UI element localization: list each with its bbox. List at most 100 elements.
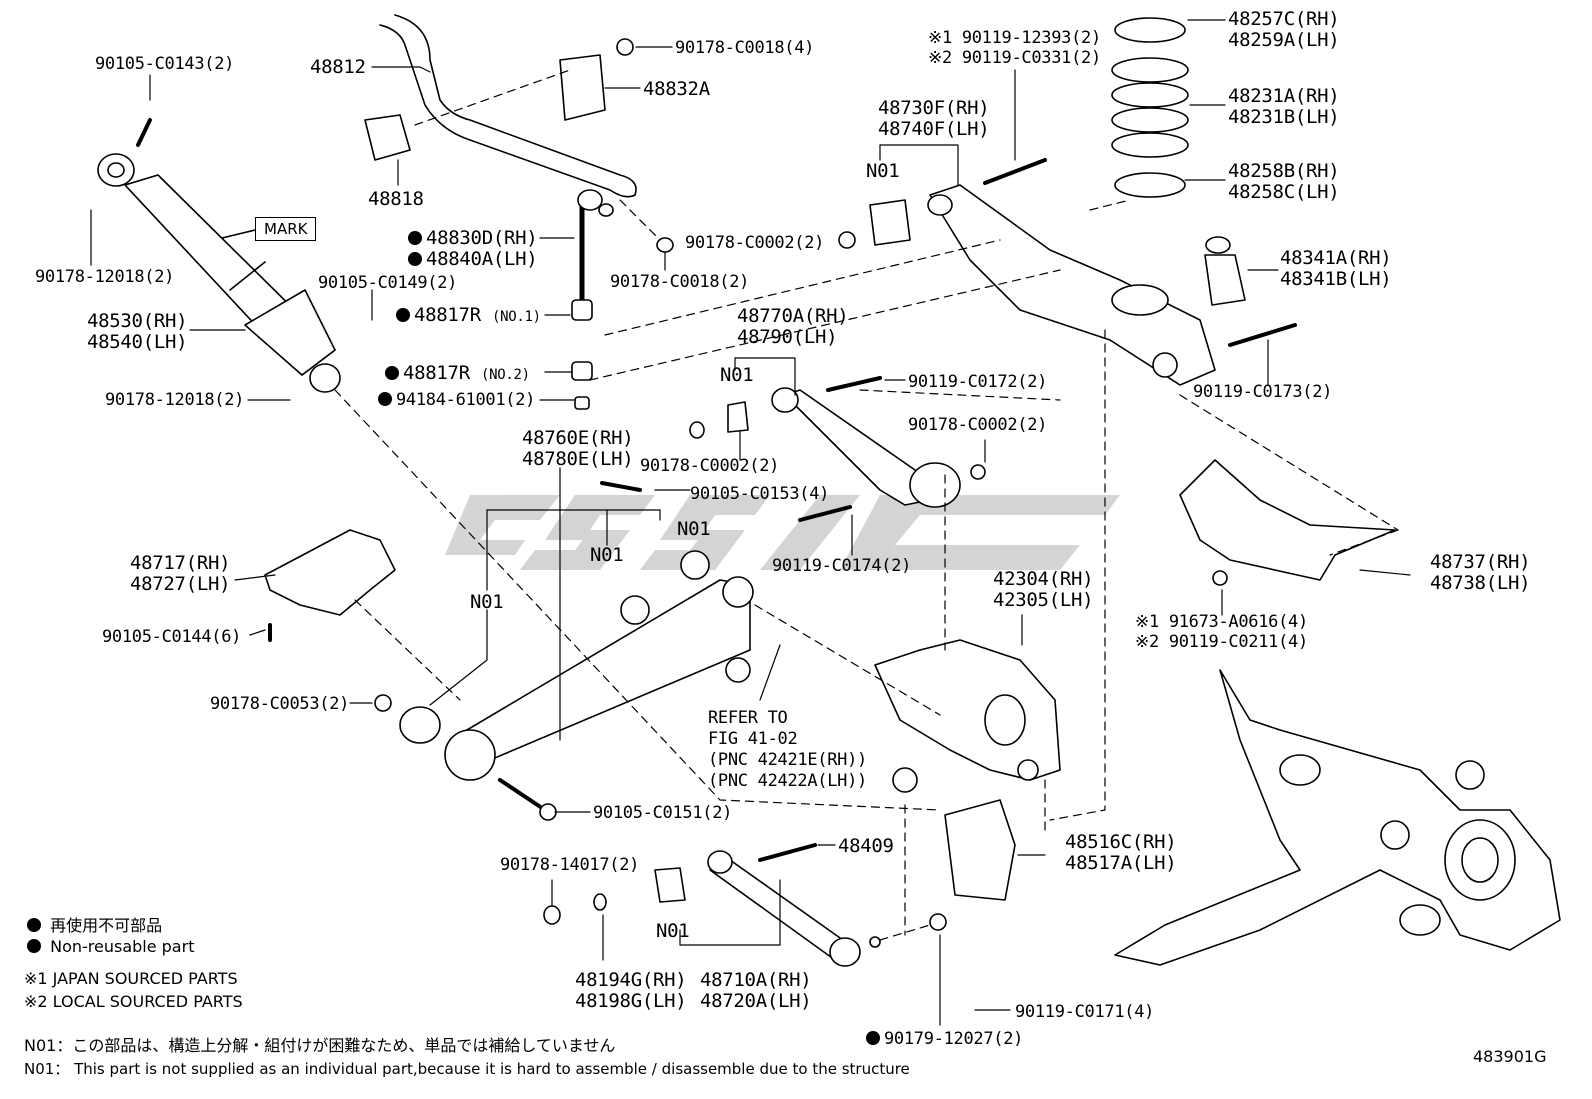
non-reusable-dot xyxy=(408,231,422,245)
label-90105-C0144: 90105-C0144(6) xyxy=(102,627,242,647)
label-90119-C0331: ※2 90119-C0331(2) xyxy=(928,48,1101,68)
label-48710A: 48710A(RH) xyxy=(700,969,812,991)
label-fig-41-02: FIG 41-02 xyxy=(708,729,798,749)
label-90105-C0149: 90105-C0149(2) xyxy=(318,273,458,293)
label-90179-12027: 90179-12027(2) xyxy=(866,1029,1023,1049)
label-48832A: 48832A xyxy=(643,78,710,100)
label-48740F: 48740F(LH) xyxy=(878,118,990,140)
label-48530: 48530(RH) xyxy=(87,310,188,332)
label-90105-C0143: 90105-C0143(2) xyxy=(95,54,235,74)
non-reusable-dot xyxy=(866,1031,880,1045)
label-48780E: 48780E(LH) xyxy=(522,448,634,470)
label-n01-toe: N01 xyxy=(720,364,754,386)
toe-link xyxy=(689,376,986,522)
legend-japan-sourced: ※1 JAPAN SOURCED PARTS xyxy=(24,969,238,988)
label-48760E: 48760E(RH) xyxy=(522,427,634,449)
label-48817R-no2: 48817R (NO.2) xyxy=(385,363,530,386)
label-n01-upper: N01 xyxy=(866,160,900,182)
lower-control-arm xyxy=(374,481,754,821)
label-90178-C0053: 90178-C0053(2) xyxy=(210,694,350,714)
label-91673-A0616: ※1 91673-A0616(4) xyxy=(1135,612,1308,632)
label-42305: 42305(LH) xyxy=(993,589,1094,611)
label-48738: 48738(LH) xyxy=(1430,572,1531,594)
label-90119-12393: ※1 90119-12393(2) xyxy=(928,28,1101,48)
label-48540: 48540(LH) xyxy=(87,331,188,353)
knuckle-bracket xyxy=(929,799,1016,931)
label-90178-C0002-c: 90178-C0002(2) xyxy=(640,456,780,476)
label-90178-12018-bot: 90178-12018(2) xyxy=(105,390,245,410)
non-reusable-dot xyxy=(385,366,399,380)
non-reusable-dot xyxy=(27,939,41,953)
label-48840A: 48840A(LH) xyxy=(408,249,538,270)
label-48257C: 48257C(RH) xyxy=(1228,8,1340,30)
label-90178-C0018-2: 90178-C0018(2) xyxy=(610,272,750,292)
legend-non-reusable-en: Non-reusable part xyxy=(27,937,194,956)
legend-local-sourced: ※2 LOCAL SOURCED PARTS xyxy=(24,992,243,1011)
assembled-view xyxy=(1114,669,1561,966)
label-90119-C0171: 90119-C0171(4) xyxy=(1015,1002,1155,1022)
label-48516C: 48516C(RH) xyxy=(1065,831,1177,853)
legend-n01-en: N01： This part is not supplied as an ind… xyxy=(24,1060,910,1078)
member-bracket xyxy=(264,529,396,642)
mark-leader xyxy=(221,229,256,239)
label-90178-C0018-4: 90178-C0018(4) xyxy=(675,38,815,58)
label-48341A: 48341A(RH) xyxy=(1280,247,1392,269)
label-90178-C0002-a: 90178-C0002(2) xyxy=(685,233,825,253)
label-pnc-42422A: (PNC 42422A(LH)) xyxy=(708,771,867,791)
label-48231A: 48231A(RH) xyxy=(1228,85,1340,107)
label-48231B: 48231B(LH) xyxy=(1228,106,1340,128)
label-48817R-no1: 48817R (NO.1) xyxy=(396,305,541,328)
label-90119-C0174: 90119-C0174(2) xyxy=(772,556,912,576)
label-n01-lower-b: N01 xyxy=(590,544,624,566)
label-90178-14017: 90178-14017(2) xyxy=(500,855,640,875)
label-48341B: 48341B(LH) xyxy=(1280,268,1392,290)
stabilizer-bar xyxy=(364,14,637,198)
bump-stopper xyxy=(1204,236,1246,306)
label-48409: 48409 xyxy=(838,835,894,857)
label-90105-C0153: 90105-C0153(4) xyxy=(690,484,830,504)
label-94184-61001: 94184-61001(2) xyxy=(378,390,535,410)
rear-axle-carrier xyxy=(874,639,1061,793)
legend-n01-jp: N01：この部品は、構造上分解・組付けが困難なため、単品では補給していません xyxy=(24,1036,616,1055)
mark-label: MARK xyxy=(255,217,317,241)
label-48818: 48818 xyxy=(368,188,424,210)
non-reusable-dot xyxy=(378,392,392,406)
label-48770A: 48770A(RH) xyxy=(737,305,849,327)
label-48517A: 48517A(LH) xyxy=(1065,852,1177,874)
label-90119-C0172: 90119-C0172(2) xyxy=(908,372,1048,392)
stabilizer-link xyxy=(571,189,674,410)
coil-spring xyxy=(1111,17,1189,198)
label-48727: 48727(LH) xyxy=(130,573,231,595)
diagram-code: 483901G xyxy=(1473,1047,1547,1066)
label-48812: 48812 xyxy=(310,56,366,78)
label-48720A: 48720A(LH) xyxy=(700,990,812,1012)
label-48198G: 48198G(LH) xyxy=(575,990,687,1012)
label-42304: 42304(RH) xyxy=(993,568,1094,590)
label-48194G: 48194G(RH) xyxy=(575,969,687,991)
label-n01-lower-c: N01 xyxy=(470,591,504,613)
watermark-logo xyxy=(445,495,1120,570)
label-90119-C0211: ※2 90119-C0211(4) xyxy=(1135,632,1308,652)
label-48790: 48790(LH) xyxy=(737,326,838,348)
label-90178-C0002-b: 90178-C0002(2) xyxy=(908,415,1048,435)
label-90105-C0151: 90105-C0151(2) xyxy=(593,803,733,823)
non-reusable-dot xyxy=(408,252,422,266)
non-reusable-dot xyxy=(396,308,410,322)
label-n01-rod: N01 xyxy=(656,920,690,942)
label-48737: 48737(RH) xyxy=(1430,551,1531,573)
label-48259A: 48259A(LH) xyxy=(1228,29,1340,51)
non-reusable-dot xyxy=(27,918,41,932)
label-90119-C0173: 90119-C0173(2) xyxy=(1193,382,1333,402)
label-90178-12018-top: 90178-12018(2) xyxy=(35,267,175,287)
label-48730F: 48730F(RH) xyxy=(878,97,990,119)
shock-absorber xyxy=(97,118,341,393)
assembly-dashed-lines xyxy=(334,69,1399,941)
label-pnc-42421E: (PNC 42421E(RH)) xyxy=(708,750,867,770)
label-n01-lower-a: N01 xyxy=(677,518,711,540)
suspension-cover xyxy=(1179,459,1396,586)
legend-non-reusable-jp: 再使用不可部品 xyxy=(27,912,162,936)
label-refer-to: REFER TO xyxy=(708,708,788,728)
upper-control-arm xyxy=(838,158,1297,386)
label-48830D: 48830D(RH) xyxy=(408,228,538,249)
